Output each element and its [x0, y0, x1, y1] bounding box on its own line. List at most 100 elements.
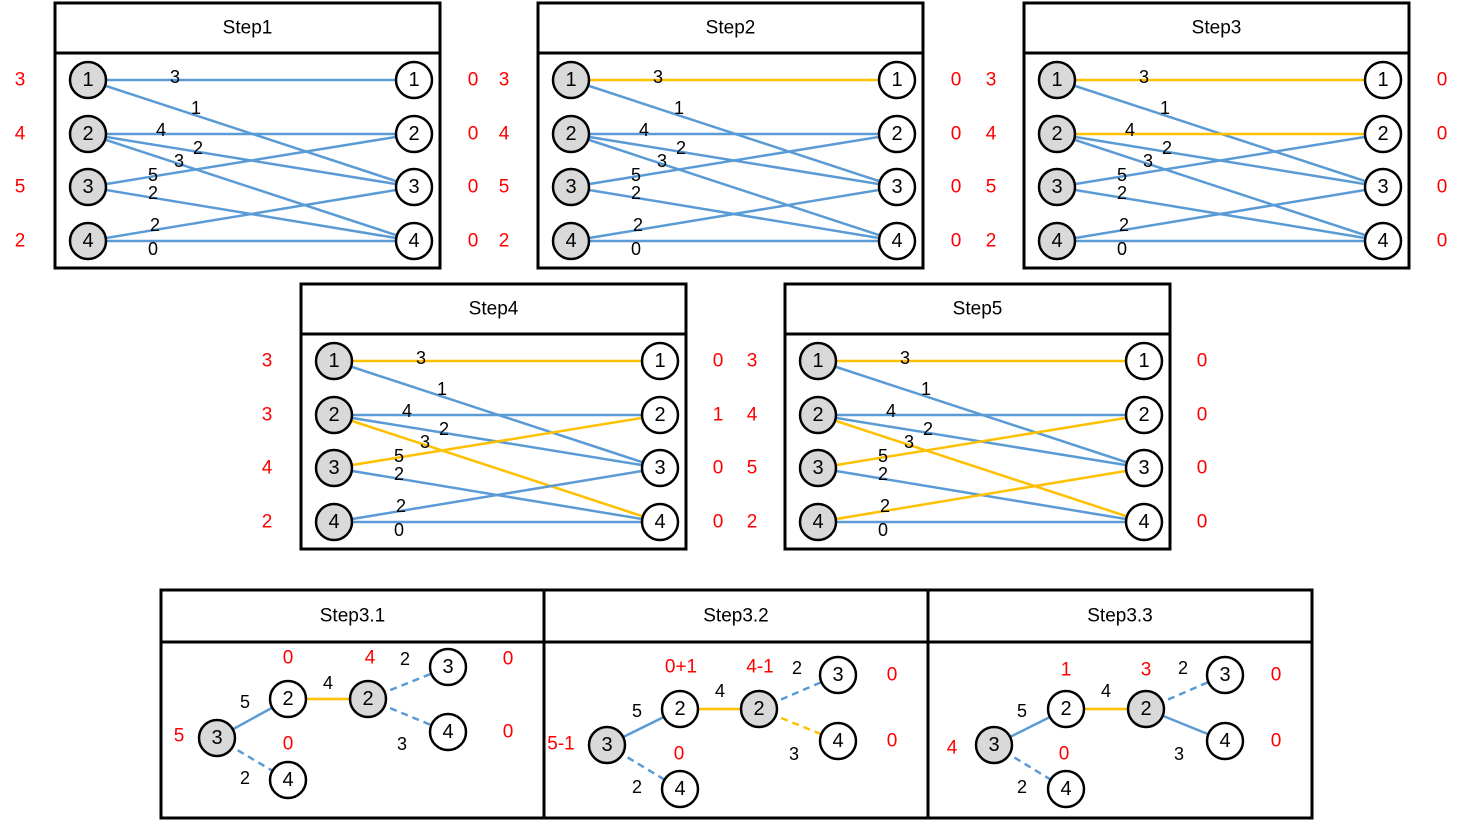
- right-node: [1363, 60, 1403, 100]
- edge-weight-label: 0: [878, 520, 888, 540]
- edge-weight-label: 3: [416, 348, 426, 368]
- tree-right-node-label: 2: [1140, 698, 1151, 720]
- tree-topleaf-node-label: 3: [1219, 664, 1230, 686]
- right-potential-label: 0: [951, 124, 962, 145]
- edge-weight-label: 2: [792, 658, 802, 678]
- tree-mid-node: [268, 679, 308, 719]
- tree-root-node: [197, 718, 237, 758]
- panel-title: Step3.3: [1087, 606, 1153, 627]
- left-node: [798, 448, 838, 488]
- right-node: [1124, 395, 1164, 435]
- tree-botleaf-node-label: 4: [442, 721, 453, 743]
- right-potential-label: 0: [468, 124, 479, 145]
- left-node-label: 4: [812, 511, 823, 533]
- left-potential-label: 4: [986, 124, 997, 145]
- edge-l2-r4: [87, 132, 415, 243]
- right-node: [640, 448, 680, 488]
- tree-botleaf-node: [1205, 721, 1245, 761]
- left-node: [68, 221, 108, 261]
- right-node: [1124, 502, 1164, 542]
- edge-weight-label: 3: [170, 67, 180, 87]
- left-node-label: 2: [565, 123, 576, 145]
- potential-label: 0: [283, 734, 294, 755]
- right-potential-label: 0: [951, 177, 962, 198]
- edge-weight-label: 4: [156, 120, 166, 140]
- tree-root-node-label: 3: [211, 727, 222, 749]
- left-node: [314, 448, 354, 488]
- left-potential-label: 4: [262, 458, 273, 479]
- potential-label: 0: [1271, 665, 1282, 686]
- potential-label: 0: [503, 649, 514, 670]
- panel-frame: [536, 1, 925, 270]
- left-potential-label: 2: [15, 231, 26, 252]
- left-potential-label: 5: [499, 177, 510, 198]
- edge-weight-label: 5: [1117, 165, 1127, 185]
- tree-mid-node-label: 2: [674, 698, 685, 720]
- left-potential-label: 3: [499, 70, 510, 91]
- edge-weight-label: 2: [1117, 183, 1127, 203]
- edge-weight-label: 0: [148, 239, 158, 259]
- potential-label: 5-1: [547, 734, 574, 755]
- edge-weight-label: 2: [878, 464, 888, 484]
- panel-frame: [1022, 1, 1411, 270]
- right-node-label: 3: [1377, 176, 1388, 198]
- right-node-label: 4: [891, 230, 902, 252]
- left-node-label: 3: [82, 176, 93, 198]
- potential-label: 4: [365, 648, 376, 669]
- edge-weight-label: 5: [632, 701, 642, 721]
- edge-l3-r2: [817, 413, 1145, 470]
- tree-low-node-label: 4: [674, 778, 685, 800]
- left-node-label: 4: [565, 230, 576, 252]
- edge-weight-label: 2: [400, 649, 410, 669]
- right-node: [877, 60, 917, 100]
- tree-botleaf-node: [428, 712, 468, 752]
- right-potential-label: 0: [951, 70, 962, 91]
- left-node: [68, 60, 108, 100]
- edge-weight-label: 2: [676, 138, 686, 158]
- tree-mid-node: [1046, 689, 1086, 729]
- right-node-label: 2: [408, 123, 419, 145]
- right-node-label: 1: [654, 350, 665, 372]
- right-node-label: 1: [408, 69, 419, 91]
- edge-l4-r3: [87, 185, 415, 243]
- left-node: [798, 502, 838, 542]
- edge-weight-label: 4: [715, 681, 725, 701]
- tree-low-node: [660, 769, 700, 809]
- edge-l3-r2: [570, 132, 898, 189]
- edge-weight-label: 0: [1117, 239, 1127, 259]
- right-node: [1124, 448, 1164, 488]
- right-node: [640, 502, 680, 542]
- edge-l2-r4: [1056, 132, 1384, 243]
- panel-title: Step5: [953, 299, 1003, 320]
- left-potential-label: 4: [747, 405, 758, 426]
- right-node: [1363, 167, 1403, 207]
- right-potential-label: 0: [1197, 351, 1208, 372]
- right-potential-label: 0: [713, 512, 724, 533]
- left-node: [314, 341, 354, 381]
- panel-title: Step1: [223, 18, 273, 39]
- right-potential-label: 0: [713, 351, 724, 372]
- edge-weight-label: 3: [174, 151, 184, 171]
- right-node-label: 2: [1377, 123, 1388, 145]
- edge-weight-label: 0: [394, 520, 404, 540]
- left-potential-label: 4: [15, 124, 26, 145]
- right-node-label: 1: [1377, 69, 1388, 91]
- left-node-label: 4: [328, 511, 339, 533]
- edge-weight-label: 3: [904, 432, 914, 452]
- right-node-label: 3: [654, 457, 665, 479]
- edge-weight-label: 1: [437, 379, 447, 399]
- left-potential-label: 3: [262, 351, 273, 372]
- right-node-label: 3: [408, 176, 419, 198]
- tree-right-node: [739, 689, 779, 729]
- left-node-label: 2: [812, 404, 823, 426]
- panel-title: Step3: [1192, 18, 1242, 39]
- edge-l4-r3: [817, 466, 1145, 524]
- edge-weight-label: 3: [657, 151, 667, 171]
- left-potential-label: 3: [15, 70, 26, 91]
- edge-weight-label: 1: [191, 98, 201, 118]
- right-potential-label: 0: [713, 458, 724, 479]
